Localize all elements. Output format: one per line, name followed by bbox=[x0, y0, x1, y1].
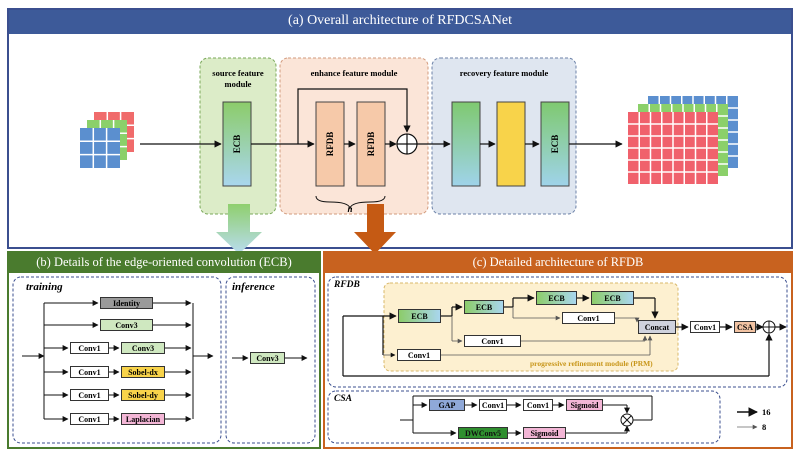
concat-box: Concat bbox=[638, 320, 676, 334]
repeat-n-label: n bbox=[347, 204, 353, 214]
rfdb-ecb-box-3: ECB bbox=[536, 291, 577, 305]
conv3-box-top: Conv3 bbox=[100, 319, 153, 331]
recovery-block-1 bbox=[451, 101, 481, 187]
csa-region bbox=[327, 390, 721, 444]
legend-thick-label: 16 bbox=[762, 407, 771, 417]
conv1-box-3: Conv1 bbox=[70, 389, 109, 401]
laplacian-box: Laplacian bbox=[121, 413, 165, 425]
prm-label: progressive refinement module (PRM) bbox=[530, 359, 653, 368]
conv1-box-4: Conv1 bbox=[70, 413, 109, 425]
inference-conv3-box: Conv3 bbox=[250, 352, 285, 364]
training-label: training bbox=[26, 281, 63, 293]
rfdb-conv1-box-3: Conv1 bbox=[397, 349, 441, 361]
csa-region-label: CSA bbox=[334, 394, 352, 404]
panel-c-title: (c) Detailed architecture of RFDB bbox=[472, 255, 644, 269]
panel-b-frame bbox=[7, 251, 321, 449]
recovery-ecb-label: ECB bbox=[550, 134, 560, 154]
sobel-dy-box: Sobel-dy bbox=[121, 389, 165, 401]
rfdb-block-2 bbox=[356, 101, 386, 187]
source-module-label: source feature module bbox=[212, 68, 264, 89]
rfdb-region bbox=[327, 276, 788, 388]
panel-b-header bbox=[9, 253, 319, 273]
legend-thin-label: 8 bbox=[762, 422, 767, 432]
sigmoid-box-2: Sigmoid bbox=[523, 427, 566, 439]
panel-c-frame bbox=[323, 251, 793, 449]
arrow-to-ecb-detail bbox=[216, 204, 262, 254]
recovery-block-2 bbox=[496, 101, 526, 187]
rfdb-ecb-box-1: ECB bbox=[398, 309, 441, 323]
inference-label: inference bbox=[232, 281, 275, 293]
panel-c-header bbox=[325, 253, 791, 273]
panel-a-title: (a) Overall architecture of RFDCSANet bbox=[288, 13, 512, 28]
csa-conv1-box-2: Conv1 bbox=[523, 399, 553, 411]
inference-region bbox=[225, 276, 316, 444]
sobel-dx-box: Sobel-dx bbox=[121, 366, 165, 378]
sigmoid-box-1: Sigmoid bbox=[566, 399, 603, 411]
rfdb-1-label: RFDB bbox=[325, 131, 335, 157]
conv1-box-1: Conv1 bbox=[70, 342, 109, 354]
conv3-box-2: Conv3 bbox=[121, 342, 165, 354]
arrow-to-rfdb-detail bbox=[354, 204, 396, 254]
source-ecb-block bbox=[222, 101, 252, 187]
rfdb-conv1-box-1: Conv1 bbox=[562, 312, 615, 324]
rfdb-ecb-box-2: ECB bbox=[464, 300, 504, 314]
enhance-module-label: enhance feature module bbox=[310, 68, 398, 78]
output-feature-maps bbox=[628, 96, 738, 184]
rfdb-ecb-box-4: ECB bbox=[591, 291, 634, 305]
source-ecb-label: ECB bbox=[232, 134, 242, 154]
rfdb-2-label: RFDB bbox=[366, 131, 376, 157]
rfdb-conv1-box-2: Conv1 bbox=[464, 335, 521, 347]
rfdb-block-1 bbox=[315, 101, 345, 187]
conv1-box-2: Conv1 bbox=[70, 366, 109, 378]
training-region bbox=[12, 276, 222, 444]
csa-box: CSA bbox=[734, 321, 756, 333]
csa-conv1-box-1: Conv1 bbox=[479, 399, 507, 411]
dwconv-box: DWConv5 bbox=[458, 427, 508, 439]
rfdb-conv1-after-concat: Conv1 bbox=[690, 321, 720, 333]
recovery-module-label: recovery feature module bbox=[459, 68, 549, 78]
panel-a-frame bbox=[7, 8, 793, 249]
identity-box: Identity bbox=[100, 297, 153, 309]
input-feature-maps bbox=[80, 112, 134, 168]
panel-b-title: (b) Details of the edge-oriented convolu… bbox=[36, 255, 292, 269]
rfdb-region-label: RFDB bbox=[334, 280, 360, 290]
gap-box: GAP bbox=[429, 399, 465, 411]
panel-a-header bbox=[9, 10, 791, 34]
